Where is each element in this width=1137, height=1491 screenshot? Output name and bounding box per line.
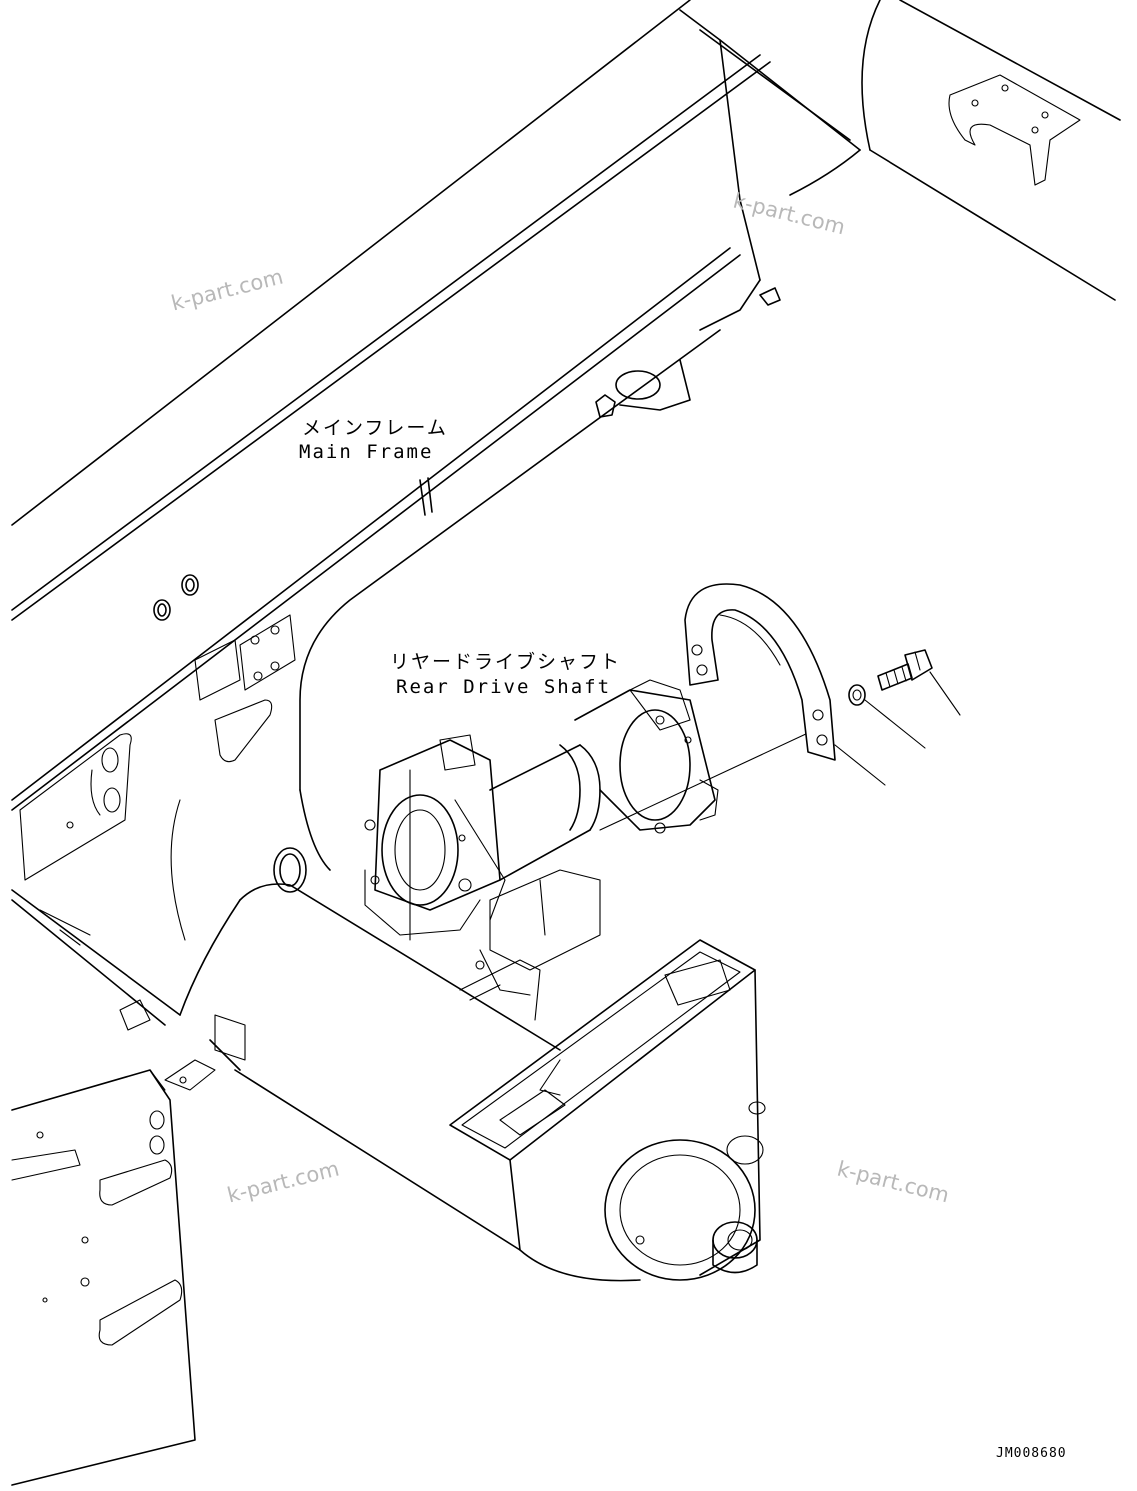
upper-cylinder — [789, 0, 1121, 301]
main-frame — [11, 0, 861, 871]
rear-drive-shaft — [364, 679, 809, 996]
rear-drive-shaft-label-ja: リヤードライブシャフト — [390, 651, 622, 673]
axle-housing — [11, 799, 561, 1251]
safety-strap — [684, 583, 886, 786]
transfer-housing — [459, 959, 561, 1096]
side-plate — [19, 574, 296, 881]
lower-left-plate — [11, 1069, 196, 1486]
rear-axle-differential — [449, 939, 766, 1282]
drawing-number: JM008680 — [996, 1446, 1067, 1461]
bolt — [877, 649, 961, 716]
main-frame-label-en: Main Frame — [299, 441, 434, 463]
rear-drive-shaft-label-en: Rear Drive Shaft — [396, 676, 612, 698]
washer — [848, 684, 926, 749]
main-frame-label-ja: メインフレーム — [302, 417, 448, 439]
